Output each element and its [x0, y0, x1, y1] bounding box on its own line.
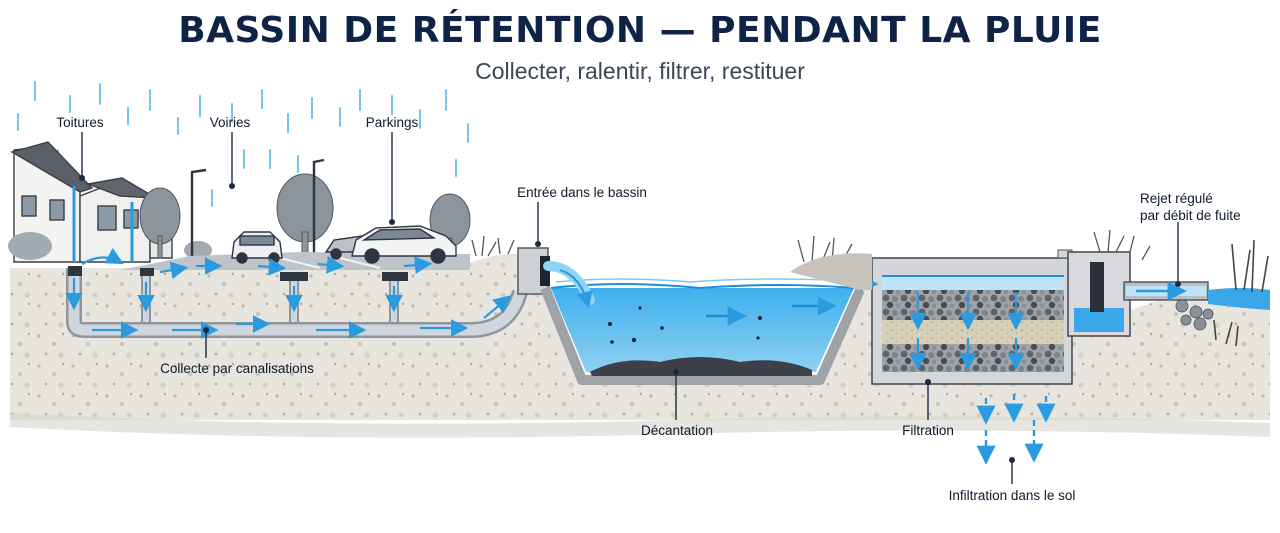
page-title: BASSIN DE RÉTENTION — PENDANT LA PLUIE — [178, 10, 1102, 51]
label-settling: Décantation — [640, 423, 714, 438]
page-subtitle: Collecter, ralentir, filtrer, restituer — [475, 58, 805, 84]
rain-drops — [17, 81, 469, 207]
leader-dots — [79, 175, 1181, 463]
gravel — [1175, 299, 1214, 331]
settling-particles — [608, 306, 762, 344]
reeds — [1213, 239, 1269, 347]
sediment-layer — [590, 357, 812, 376]
flow-arrow — [706, 296, 837, 326]
basin-water — [551, 288, 854, 372]
flow-arrow — [65, 278, 512, 339]
label-inlet: Entrée dans le bassin — [517, 185, 647, 200]
flow-arrow — [976, 394, 1056, 465]
label-outlet-line2: par débit de fuite — [1140, 208, 1241, 223]
basin-liner — [540, 286, 865, 385]
flow-arrow — [81, 247, 433, 279]
label-outlet: Rejet régulé par débit de fuite — [1140, 190, 1241, 224]
inlet-headwall — [517, 247, 550, 295]
label-roads: Voiries — [209, 115, 251, 130]
tree — [139, 173, 471, 259]
label-infiltration: Infiltration dans le sol — [948, 488, 1076, 503]
label-collection: Collecte par canalisations — [160, 361, 314, 376]
label-parkings: Parkings — [365, 115, 419, 130]
receiving-water — [1208, 288, 1270, 310]
filter-box — [871, 249, 1073, 385]
leader-lines — [81, 132, 1179, 484]
embankment — [790, 253, 872, 290]
grass — [471, 229, 1151, 263]
label-roofs: Toitures — [56, 115, 104, 130]
label-outlet-line1: Rejet régulé — [1140, 191, 1213, 206]
street-lamp — [190, 158, 325, 262]
car — [231, 225, 457, 264]
downpipe — [72, 186, 134, 262]
label-filtration: Filtration — [902, 423, 954, 438]
